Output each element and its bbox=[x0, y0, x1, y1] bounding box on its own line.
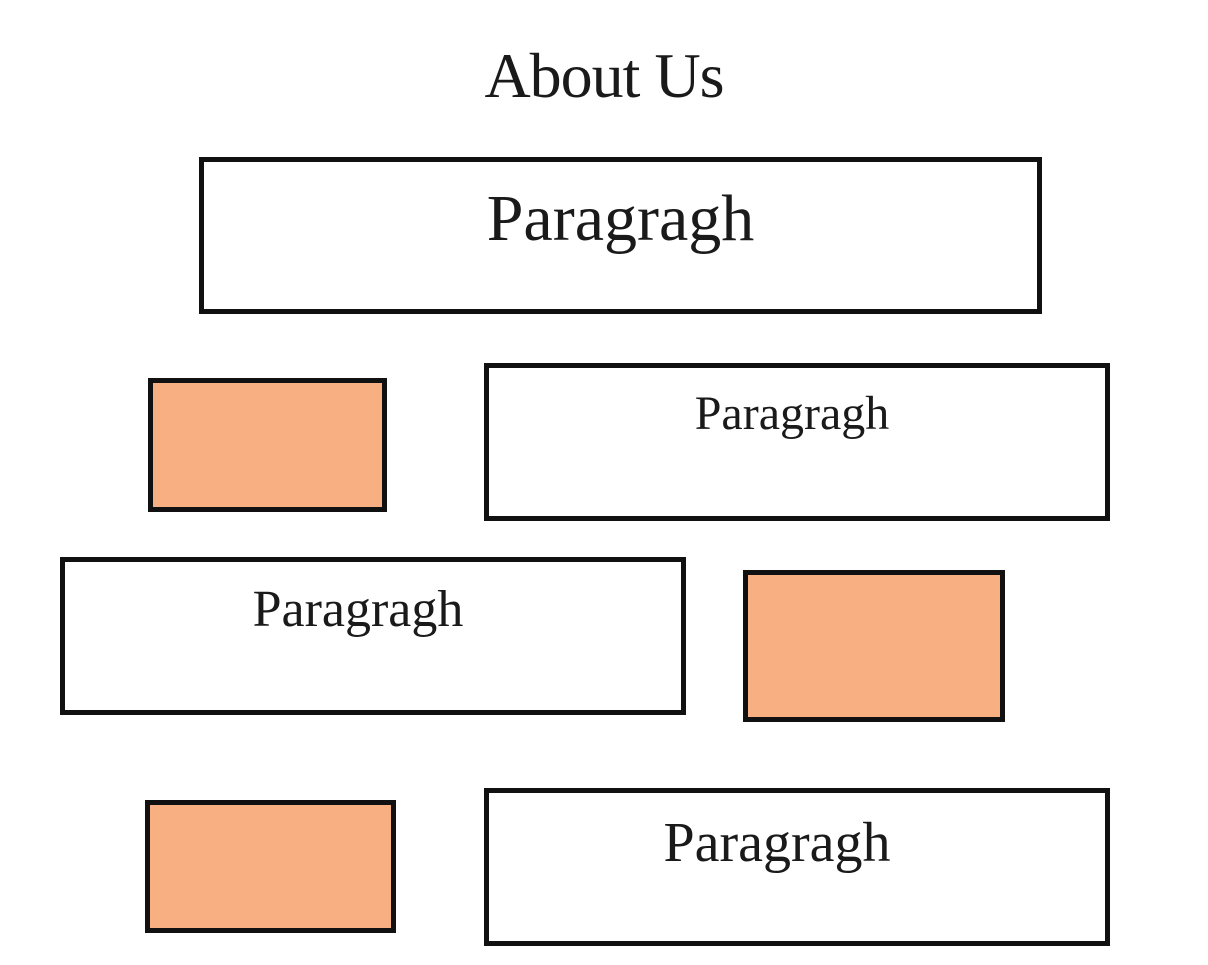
paragraph-text: Paragragh bbox=[663, 812, 891, 874]
paragraph-box: Paragragh bbox=[484, 363, 1110, 521]
paragraph-box: Paragragh bbox=[60, 557, 686, 715]
image-placeholder bbox=[145, 800, 396, 933]
image-placeholder bbox=[148, 378, 387, 512]
image-placeholder bbox=[743, 570, 1005, 722]
paragraph-box-intro: Paragragh bbox=[199, 157, 1042, 314]
paragraph-text: Paragragh bbox=[694, 387, 890, 440]
page-title: About Us bbox=[484, 40, 724, 111]
paragraph-box: Paragragh bbox=[484, 788, 1110, 946]
paragraph-text: Paragragh bbox=[486, 182, 755, 255]
paragraph-text: Paragragh bbox=[252, 581, 464, 638]
